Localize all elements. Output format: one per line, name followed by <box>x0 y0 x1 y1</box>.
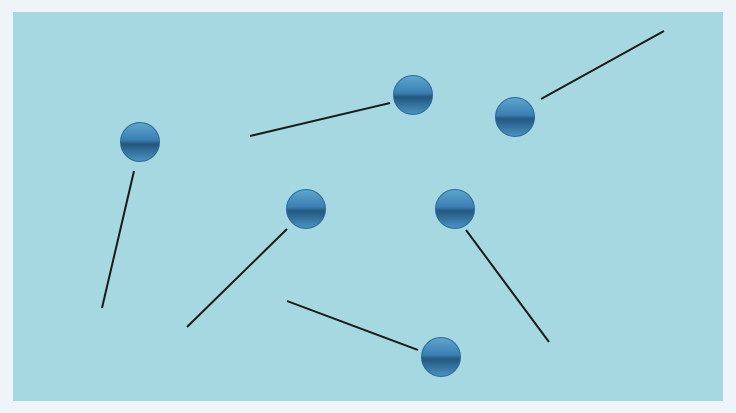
ball-node-icon[interactable] <box>495 97 535 137</box>
connector-line[interactable] <box>286 300 419 351</box>
node-layer <box>120 75 535 377</box>
connector-line[interactable] <box>465 229 550 343</box>
ball-node-icon[interactable] <box>421 337 461 377</box>
connector-layer <box>101 30 665 351</box>
ball-node-icon[interactable] <box>286 189 326 229</box>
ball-node-icon[interactable] <box>393 75 433 115</box>
connector-line[interactable] <box>249 102 391 137</box>
ball-node-icon[interactable] <box>435 189 475 229</box>
connector-line[interactable] <box>186 228 288 328</box>
connector-line[interactable] <box>540 30 665 100</box>
ball-node-icon[interactable] <box>120 122 160 162</box>
connector-line[interactable] <box>101 170 135 309</box>
canvas-background <box>13 12 723 401</box>
